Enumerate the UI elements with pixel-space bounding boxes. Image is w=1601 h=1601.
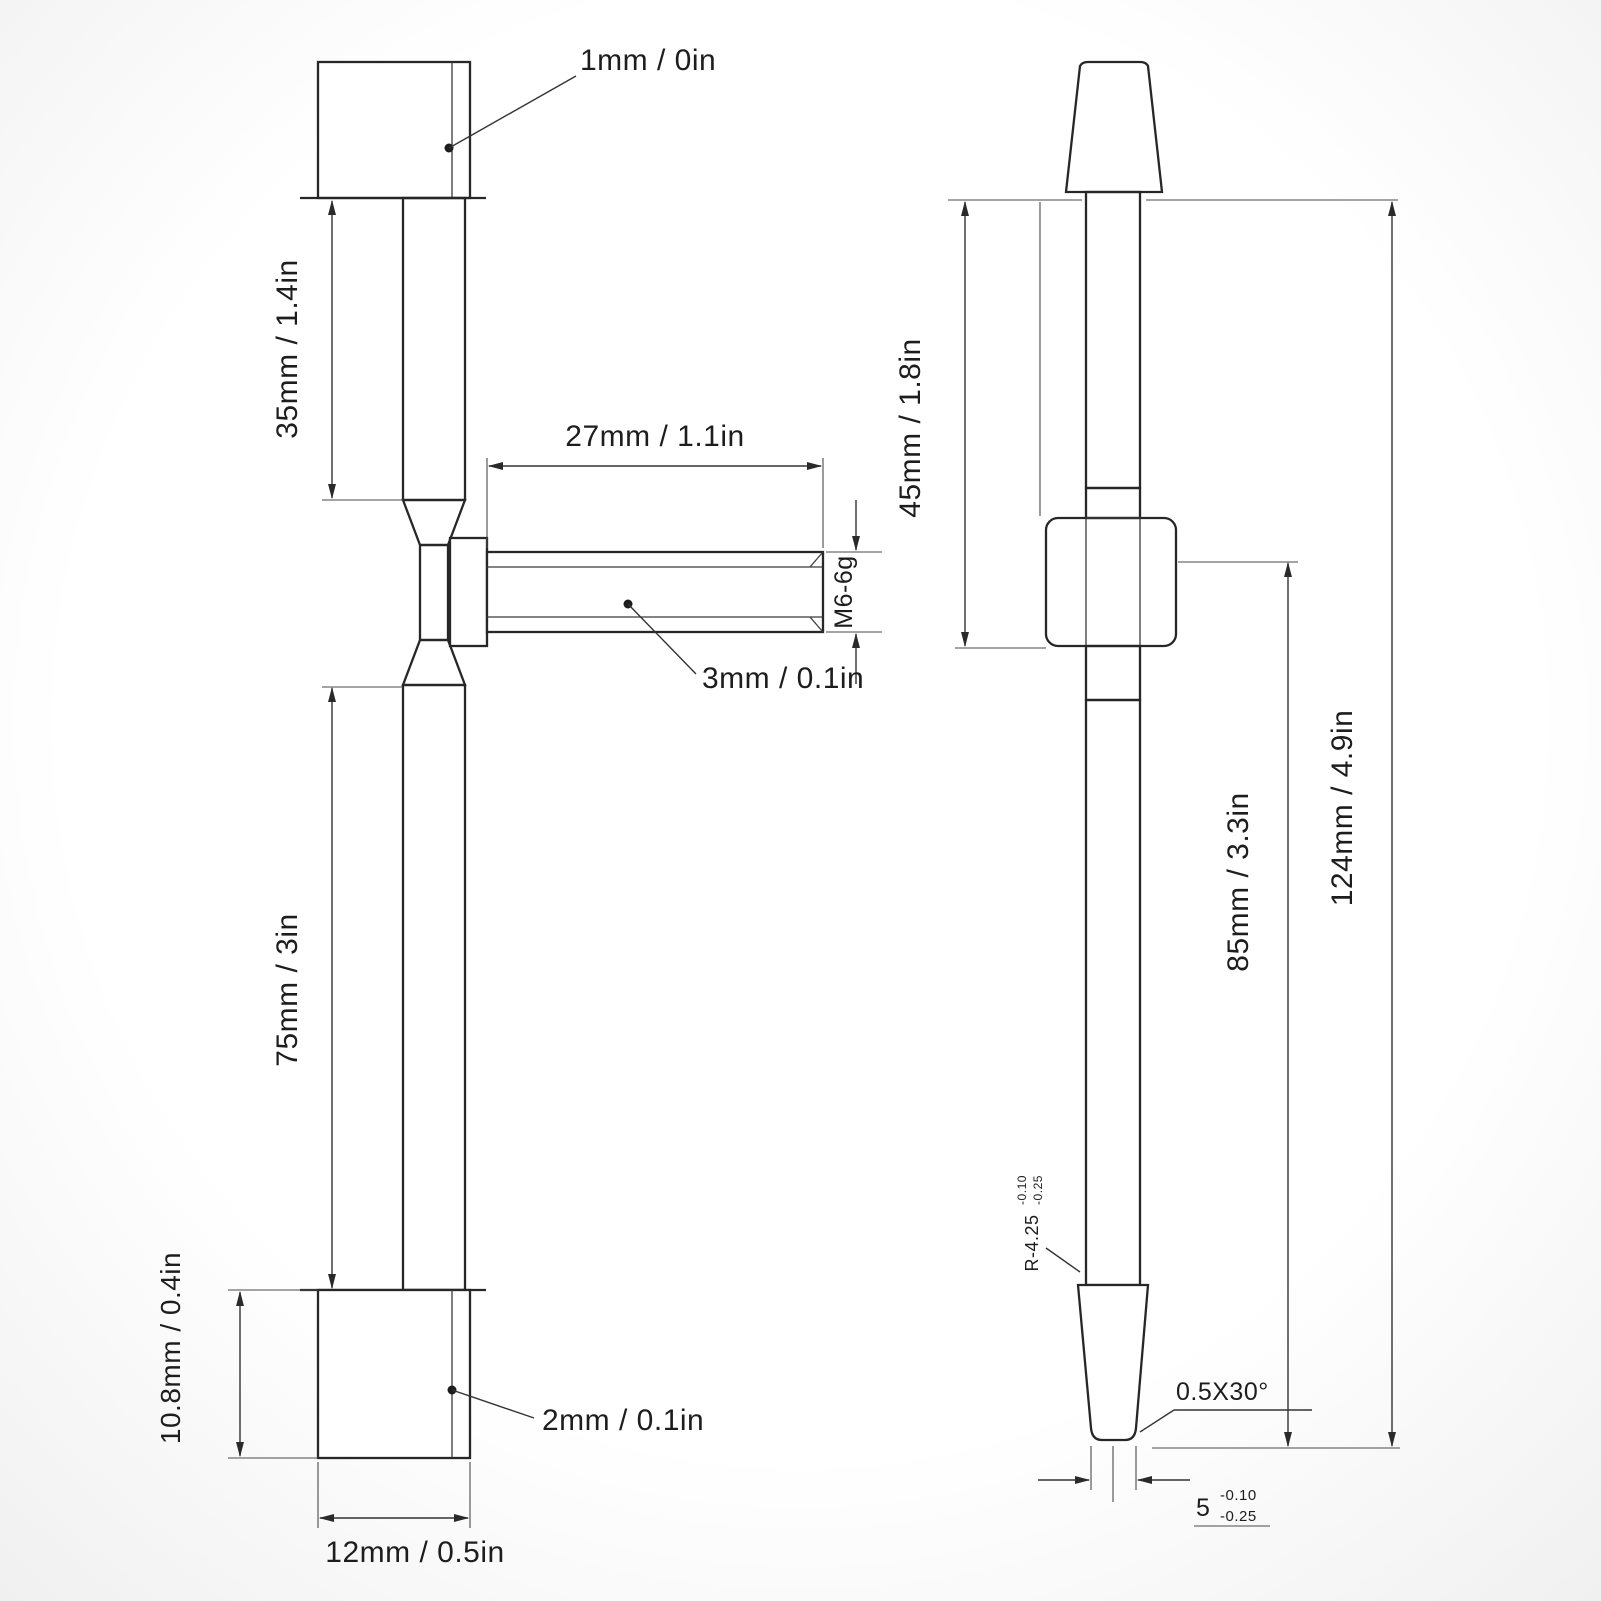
bottom-tapered-tip xyxy=(1076,1283,1150,1442)
screw-head xyxy=(448,536,489,648)
dim-label-base-width: 12mm / 0.5in xyxy=(325,1536,504,1569)
middle-block xyxy=(1044,516,1178,648)
dim-label-base-height: 10.8mm / 0.4in xyxy=(155,1252,186,1444)
side-screw xyxy=(448,536,825,648)
lower-knurled-shaft xyxy=(401,683,467,1292)
dim-label-screw-length: 27mm / 1.1in xyxy=(565,420,744,453)
base-cap-outline xyxy=(316,1288,472,1460)
tip-tolerance-upper: -0.10 xyxy=(1220,1487,1257,1504)
screw-shank xyxy=(485,550,825,634)
tip-diameter-label: 5 xyxy=(1196,1494,1210,1522)
extension-lines-right xyxy=(955,202,1400,1490)
dim-label-lower-shaft: 75mm / 3in xyxy=(271,913,304,1066)
dim-label-screw-diameter: 3mm / 0.1in xyxy=(702,662,864,695)
thread-callout-label: M6-6g xyxy=(830,555,858,628)
upper-knurled-shaft-right xyxy=(1084,190,1142,490)
leader-line-1mm xyxy=(448,75,577,149)
right-view: 45mm / 1.8in 124mm / 4.9in 85mm / 3.3in … xyxy=(894,60,1400,1527)
shaft-hatch-above-block xyxy=(1084,486,1142,520)
dim-label-upper-shaft: 35mm / 1.4in xyxy=(271,259,304,438)
dim-label-lower-section: 85mm / 3.3in xyxy=(1222,792,1255,971)
leader-line-chamfer xyxy=(1139,1409,1175,1433)
tip-tolerance-lower: -0.25 xyxy=(1220,1508,1257,1525)
radius-tolerance-upper: -0.10 xyxy=(1015,1175,1029,1205)
top-knob xyxy=(1064,60,1164,194)
leader-line-radius xyxy=(1045,1247,1081,1273)
shaft-hatch-below-block xyxy=(1084,644,1142,702)
chamfer-callout-label: 0.5X30° xyxy=(1176,1378,1269,1406)
upper-knurled-shaft xyxy=(401,196,467,502)
dim-label-overall: 124mm / 4.9in xyxy=(1326,710,1359,907)
lower-knurled-shaft-right xyxy=(1084,698,1142,1287)
extension-lines xyxy=(228,458,882,1528)
dim-label-head-wall: 1mm / 0in xyxy=(580,44,716,77)
radius-callout-label: R-4.25 xyxy=(1022,1214,1042,1271)
screw-end-chamfer-lines xyxy=(809,551,824,633)
dim-label-base-wall: 2mm / 0.1in xyxy=(542,1404,704,1437)
radius-tolerance-lower: -0.25 xyxy=(1031,1175,1045,1205)
screw-thread-lines xyxy=(487,566,823,618)
top-cap-outline xyxy=(316,60,472,200)
left-view: 1mm / 0in 35mm / 1.4in 27mm / 1.1in M6-6… xyxy=(155,44,882,1569)
right-view-dimensions xyxy=(955,200,1400,1527)
leader-line-2mm xyxy=(451,1389,535,1419)
leader-line-3mm xyxy=(627,603,697,675)
left-view-dimensions xyxy=(228,75,882,1528)
dim-label-upper-section: 45mm / 1.8in xyxy=(894,338,927,517)
shaft-through-block xyxy=(1085,517,1141,647)
neck-section xyxy=(418,543,450,642)
